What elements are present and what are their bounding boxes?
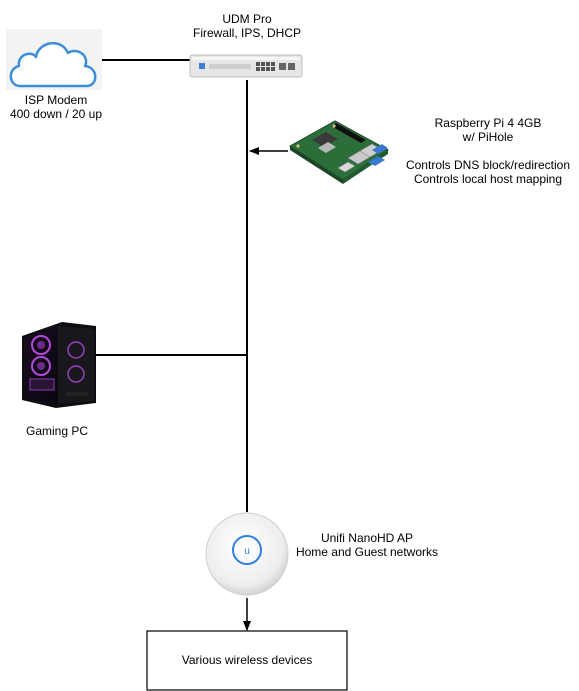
udm-node: UDM Pro Firewall, IPS, DHCP bbox=[189, 12, 303, 78]
pi-dns-label: Controls DNS block/redirection bbox=[406, 158, 570, 172]
rack-router-icon bbox=[189, 54, 303, 78]
modem-node: ISP Modem 400 down / 20 up bbox=[6, 29, 102, 121]
pc-tower-icon bbox=[22, 322, 96, 408]
devices-label: Various wireless devices bbox=[182, 653, 313, 667]
raspberry-pi-board-icon bbox=[289, 120, 389, 184]
modem-speed-label: 400 down / 20 up bbox=[10, 107, 102, 121]
pi-software-label: w/ PiHole bbox=[462, 130, 514, 144]
access-point-icon: u bbox=[205, 512, 289, 596]
udm-services-label: Firewall, IPS, DHCP bbox=[193, 26, 301, 40]
devices-node: Various wireless devices bbox=[146, 630, 348, 691]
pc-label: Gaming PC bbox=[26, 424, 88, 438]
pi-label: Raspberry Pi 4 4GB bbox=[435, 116, 542, 130]
svg-text:u: u bbox=[244, 546, 250, 557]
connectors bbox=[90, 59, 288, 631]
pc-node: Gaming PC bbox=[22, 322, 96, 438]
ap-label: Unifi NanoHD AP bbox=[321, 531, 413, 545]
ap-node: u Unifi NanoHD AP Home and Guest network… bbox=[205, 512, 438, 596]
ap-networks-label: Home and Guest networks bbox=[296, 545, 438, 559]
devices-box bbox=[146, 630, 348, 691]
pi-hosts-label: Controls local host mapping bbox=[414, 172, 562, 186]
pi-node: Raspberry Pi 4 4GB w/ PiHole Controls DN… bbox=[289, 116, 570, 186]
udm-label: UDM Pro bbox=[222, 12, 272, 26]
modem-label: ISP Modem bbox=[25, 93, 87, 107]
cloud-icon bbox=[9, 42, 97, 88]
